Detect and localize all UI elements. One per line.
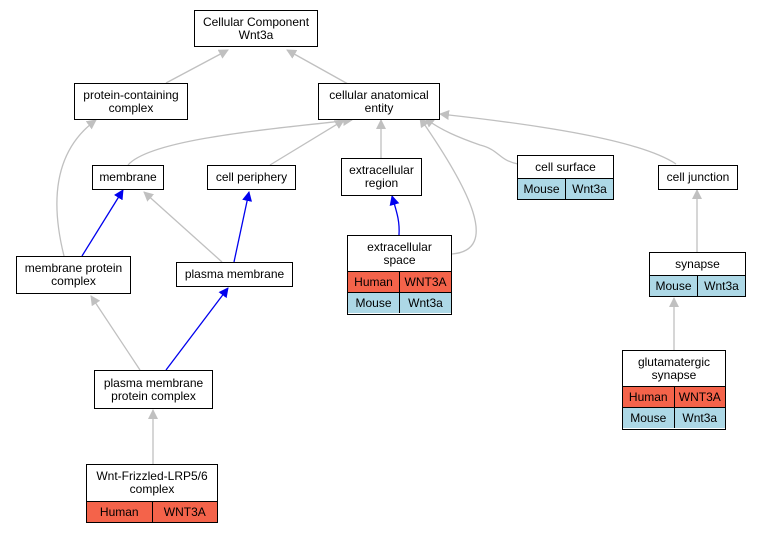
extracellular-space-mouse-species: Mouse (348, 293, 399, 313)
extracellular-space-mouse-gene: Wnt3a (399, 293, 451, 313)
edge-pm-protein-complex-to-plasma-membrane (165, 287, 229, 371)
node-plasma-membrane-protein-complex-line2: protein complex (111, 388, 196, 403)
edge-plasma-membrane-to-membrane (143, 191, 223, 263)
node-protein-containing-complex-line1: protein-containing (83, 87, 179, 102)
glutamatergic-synapse-human-row: Human WNT3A (623, 386, 725, 407)
node-cell-periphery[interactable]: cell periphery (207, 165, 296, 190)
edge-extracellular-space-to-anatomical (419, 117, 477, 255)
node-synapse-line1: synapse (675, 256, 720, 271)
node-membrane-protein-complex-line1: membrane protein (24, 261, 123, 275)
node-cellular-anatomical-entity-line1: cellular anatomical (329, 87, 429, 102)
node-protein-containing-complex-line2: complex (108, 100, 154, 115)
synapse-species: Mouse (650, 276, 697, 296)
node-plasma-membrane-line1: plasma membrane (184, 267, 285, 281)
node-extracellular-space-line2: space (383, 252, 416, 267)
edge-pm-protein-complex-to-membrane-protein (90, 295, 141, 371)
node-membrane[interactable]: membrane (92, 165, 164, 190)
node-glutamatergic-synapse-line2: synapse (651, 367, 697, 382)
node-extracellular-region[interactable]: extracellular region (341, 158, 422, 196)
node-glutamatergic-synapse-line1: glutamatergic (637, 354, 711, 369)
wnt-frizzled-species: Human (87, 502, 152, 522)
node-plasma-membrane-protein-complex[interactable]: plasma membrane protein complex (94, 370, 213, 409)
node-membrane-line1: membrane (99, 170, 157, 184)
node-cellular-component-line2: Wnt3a (238, 27, 274, 42)
node-wnt-frizzled-lrp-complex-line1: Wnt-Frizzled-LRP5/6 (96, 469, 208, 483)
wnt-frizzled-gene: WNT3A (151, 502, 217, 522)
extracellular-space-human-species: Human (348, 272, 399, 292)
node-extracellular-space-line1: extracellular (367, 239, 432, 254)
extracellular-space-mouse-row: Mouse Wnt3a (348, 292, 451, 313)
node-cell-junction[interactable]: cell junction (658, 165, 738, 190)
edge-protein-complex-to-root (165, 49, 229, 84)
node-cell-surface[interactable]: cell surface Mouse Wnt3a (517, 155, 614, 200)
glutamatergic-synapse-mouse-row: Mouse Wnt3a (623, 407, 725, 428)
node-cell-surface-line1: cell surface (535, 159, 596, 174)
edge-cell-junction-to-anatomical (439, 110, 677, 165)
cell-surface-gene: Wnt3a (565, 179, 613, 199)
edge-plasma-membrane-to-periphery (233, 191, 253, 263)
edge-anatomical-entity-to-root (286, 49, 349, 85)
node-glutamatergic-synapse[interactable]: glutamatergic synapse Human WNT3A Mouse … (622, 350, 726, 430)
glutamatergic-synapse-mouse-gene: Wnt3a (673, 408, 725, 428)
node-plasma-membrane-protein-complex-line1: plasma membrane (103, 375, 204, 390)
node-membrane-protein-complex[interactable]: membrane protein complex (16, 256, 131, 294)
cell-surface-species: Mouse (518, 179, 565, 199)
glutamatergic-synapse-mouse-species: Mouse (623, 408, 674, 428)
node-cellular-component-line1: Cellular Component (202, 14, 310, 29)
node-wnt-frizzled-lrp-complex[interactable]: Wnt-Frizzled-LRP5/6 complex Human WNT3A (86, 464, 218, 523)
node-protein-containing-complex[interactable]: protein-containing complex (74, 83, 188, 120)
edge-membrane-to-anatomical (127, 116, 353, 166)
synapse-gene: Wnt3a (697, 276, 745, 296)
synapse-mouse-row: Mouse Wnt3a (650, 275, 745, 296)
wnt-frizzled-human-row: Human WNT3A (87, 501, 217, 522)
node-membrane-protein-complex-line2: complex (51, 274, 96, 288)
cell-surface-mouse-row: Mouse Wnt3a (518, 178, 613, 199)
node-cellular-anatomical-entity[interactable]: cellular anatomical entity (318, 83, 440, 120)
extracellular-space-human-gene: WNT3A (399, 272, 451, 292)
node-plasma-membrane[interactable]: plasma membrane (176, 262, 293, 287)
glutamatergic-synapse-human-gene: WNT3A (673, 387, 725, 407)
node-extracellular-region-line1: extracellular (349, 163, 414, 177)
node-extracellular-region-line2: region (364, 176, 399, 190)
edge-cell-surface-to-anatomical (424, 117, 519, 165)
edge-membrane-protein-to-membrane (81, 189, 124, 257)
edge-periphery-to-anatomical (269, 119, 345, 166)
node-synapse[interactable]: synapse Mouse Wnt3a (649, 252, 746, 297)
node-cellular-anatomical-entity-line2: entity (364, 100, 394, 115)
node-cellular-component[interactable]: Cellular Component Wnt3a (194, 10, 318, 47)
node-wnt-frizzled-lrp-complex-line2: complex (129, 482, 175, 496)
node-extracellular-space[interactable]: extracellular space Human WNT3A Mouse Wn… (347, 235, 452, 315)
glutamatergic-synapse-human-species: Human (623, 387, 674, 407)
extracellular-space-human-row: Human WNT3A (348, 271, 451, 292)
edge-extracellular-space-to-region (389, 195, 400, 236)
node-cell-periphery-line1: cell periphery (215, 170, 288, 184)
edge-membrane-protein-to-protein-complex (56, 119, 97, 257)
node-cell-junction-line1: cell junction (666, 170, 730, 184)
